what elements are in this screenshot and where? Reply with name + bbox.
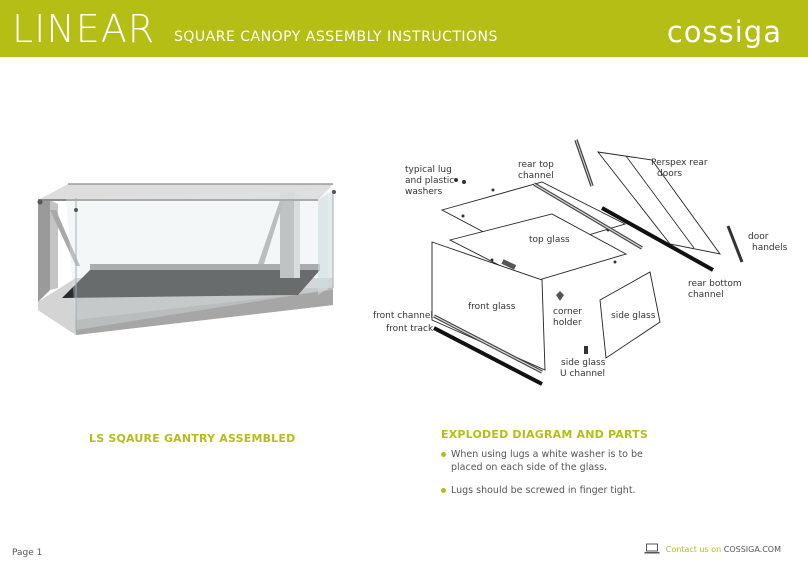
note-text: When using lugs a white washer is to be … bbox=[451, 449, 643, 473]
label-washers: washers bbox=[405, 187, 443, 197]
label-rear-top-channel: channel bbox=[518, 171, 554, 181]
label-top-glass: top glass bbox=[529, 235, 570, 245]
document-title: SQUARE CANOPY ASSEMBLY INSTRUCTIONS bbox=[174, 29, 498, 45]
label-rear-top: rear top bbox=[518, 160, 554, 170]
label-perspex-rear: Perspex rear bbox=[651, 158, 708, 168]
assembled-caption: LS SQAURE GANTRY ASSEMBLED bbox=[89, 432, 296, 445]
assembly-notes: When using lugs a white washer is to be … bbox=[441, 448, 671, 507]
label-doors: doors bbox=[657, 169, 683, 179]
label-rear-bottom: rear bottom bbox=[688, 279, 742, 289]
rear-bottom-channel-part bbox=[601, 206, 714, 272]
corner-holder-part bbox=[556, 291, 564, 301]
label-front-track: front track bbox=[386, 324, 434, 334]
header-bar: LINEAR SQUARE CANOPY ASSEMBLY INSTRUCTIO… bbox=[0, 0, 808, 57]
label-holder: holder bbox=[553, 318, 582, 328]
label-handels: handels bbox=[752, 243, 788, 253]
bullet-icon bbox=[441, 452, 446, 457]
label-u-channel: U channel bbox=[560, 369, 606, 379]
note-item: When using lugs a white washer is to be … bbox=[441, 448, 671, 474]
label-typical-lug: typical lug bbox=[405, 165, 452, 175]
exploded-diagram bbox=[431, 139, 744, 386]
exploded-caption: EXPLODED DIAGRAM AND PARTS bbox=[441, 428, 649, 441]
label-and-plastic: and plastic bbox=[405, 176, 455, 186]
front-track-part bbox=[433, 326, 543, 386]
assembled-canopy-image bbox=[37, 183, 336, 335]
contact-prefix: Contact us on bbox=[665, 545, 722, 554]
label-side-glass: side glass bbox=[611, 311, 656, 321]
label-front-channel: front channel bbox=[373, 311, 433, 321]
contact-url[interactable]: COSSIGA.COM bbox=[723, 545, 781, 554]
perspex-rear-doors-part bbox=[596, 151, 722, 255]
label-side-glass-u: side glass bbox=[561, 358, 606, 368]
label-door: door bbox=[748, 232, 769, 242]
note-item: Lugs should be screwed in finger tight. bbox=[441, 484, 671, 497]
laptop-icon bbox=[644, 543, 660, 554]
brand-title: LINEAR bbox=[12, 7, 156, 51]
label-corner: corner bbox=[553, 307, 582, 317]
front-glass-part bbox=[431, 241, 546, 371]
label-front-glass: front glass bbox=[468, 302, 516, 312]
company-logo: cossiga bbox=[666, 15, 782, 49]
bullet-icon bbox=[441, 488, 446, 493]
door-handle-part bbox=[726, 225, 744, 263]
page-number: Page 1 bbox=[12, 548, 43, 558]
label-rear-bottom-channel: channel bbox=[688, 290, 724, 300]
side-glass-part bbox=[599, 271, 661, 359]
note-text: Lugs should be screwed in finger tight. bbox=[451, 485, 636, 496]
contact-link[interactable]: Contact us on COSSIGA.COM bbox=[644, 543, 781, 554]
